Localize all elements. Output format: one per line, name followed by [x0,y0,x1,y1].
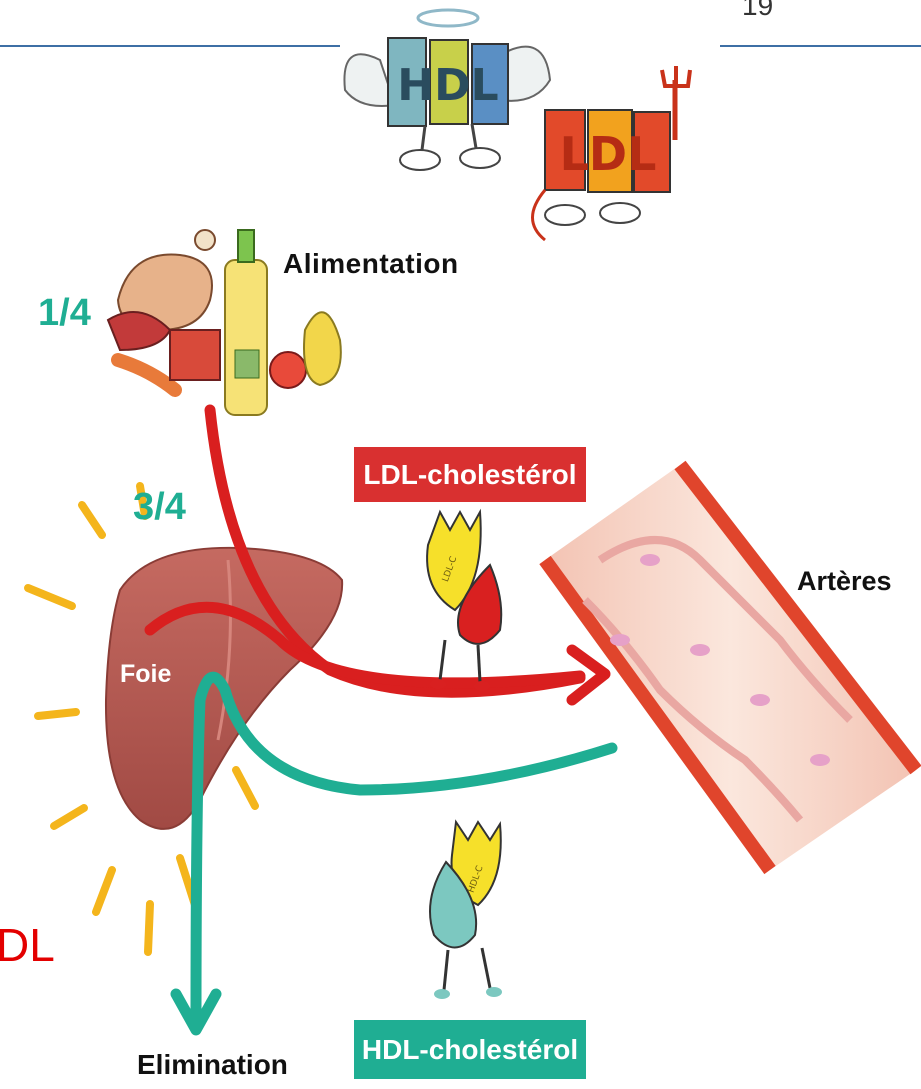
ldl-cholesterol-label: LDL-cholestérol [354,447,586,502]
label-elimination: Elimination [137,1049,288,1081]
partial-ldl-text: DL [0,918,55,972]
fraction-diet: 1/4 [38,292,91,335]
hdl-character: HDL-C [430,822,502,999]
hdl-flow-arrows [176,677,612,1030]
hdl-angel-mascot: HDL [344,10,550,170]
ldl-devil-mascot: LDL [533,66,691,240]
fraction-liver: 3/4 [133,486,186,529]
hdl-cholesterol-label: HDL-cholestérol [354,1020,586,1079]
hdl-mascot-text: HDL [397,60,498,111]
label-arteres: Artères [797,566,892,597]
label-foie: Foie [120,660,171,689]
ldl-mascot-text: LDL [560,127,657,181]
label-alimentation: Alimentation [283,248,459,280]
page-number: 19 [742,0,773,22]
ldl-character: LDL-C [427,512,501,691]
